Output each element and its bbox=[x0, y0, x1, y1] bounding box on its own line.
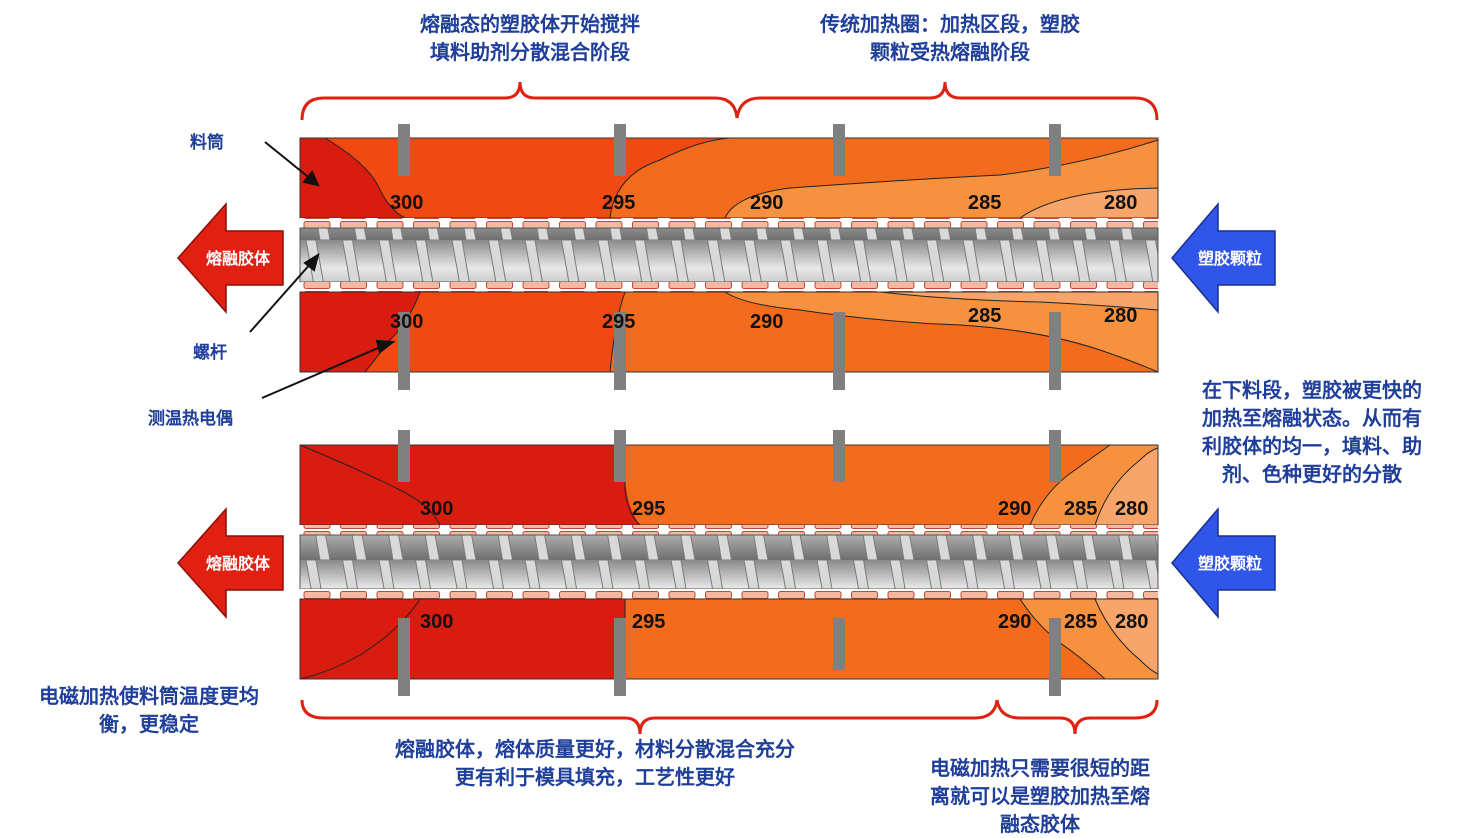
temp-label: 285 bbox=[1064, 498, 1097, 520]
zone-300 bbox=[299, 137, 406, 219]
caption-line: 衡，更稳定 bbox=[99, 712, 199, 736]
barrel-label: 料筒 bbox=[190, 133, 224, 153]
temp-label: 300 bbox=[420, 611, 453, 633]
output-arrow-bottom: 熔融胶体 bbox=[176, 507, 284, 619]
caption-line: 电磁加热只需要很短的距 bbox=[930, 756, 1150, 780]
input-arrow-top: 塑胶颗粒 bbox=[1171, 201, 1276, 315]
input-arrow-label: 塑胶颗粒 bbox=[1198, 249, 1262, 268]
caption-bottom-center: 熔融胶体，熔体质量更好，材料分散混合充分 更有利于模具填充，工艺性更好 bbox=[330, 735, 860, 791]
thermocouple-probe bbox=[398, 430, 410, 482]
temp-label: 285 bbox=[1064, 611, 1097, 633]
temp-label: 295 bbox=[632, 498, 665, 520]
temp-label: 295 bbox=[602, 192, 635, 214]
input-arrow-label: 塑胶颗粒 bbox=[1198, 554, 1262, 573]
caption-line: 填料助剂分散混合阶段 bbox=[430, 40, 630, 64]
temp-label: 300 bbox=[390, 311, 423, 333]
thermocouple-probe bbox=[614, 430, 626, 482]
zone-285 bbox=[724, 139, 1159, 219]
caption-line: 在下料段，塑胶被更快的 bbox=[1202, 378, 1422, 402]
temp-label: 290 bbox=[998, 498, 1031, 520]
temp-label: 285 bbox=[968, 305, 1001, 327]
thermocouple-probe bbox=[1049, 312, 1061, 390]
caption-line: 离就可以是塑胶加热至熔 bbox=[930, 784, 1150, 808]
screw bbox=[299, 227, 1159, 283]
caption-line: 熔融胶体，熔体质量更好，材料分散混合充分 bbox=[395, 737, 795, 761]
top-barrel-upper bbox=[299, 137, 1159, 219]
caption-line: 颗粒受热熔融阶段 bbox=[870, 40, 1030, 64]
caption-line: 利胶体的均一，填料、助 bbox=[1202, 434, 1422, 458]
caption-line: 加热至熔融状态。从而有 bbox=[1202, 406, 1422, 430]
caption-right-middle: 在下料段，塑胶被更快的 加热至熔融状态。从而有 利胶体的均一，填料、助 剂、色种… bbox=[1168, 376, 1456, 488]
thermocouple-probe bbox=[833, 618, 845, 670]
caption-bottom-right: 电磁加热只需要很短的距 离就可以是塑胶加热至熔 融态胶体 bbox=[890, 754, 1190, 838]
temp-label: 290 bbox=[750, 311, 783, 333]
thermocouple-probe bbox=[614, 312, 626, 390]
thermocouple-probe bbox=[833, 430, 845, 482]
caption-line: 剂、色种更好的分散 bbox=[1222, 462, 1402, 486]
screw-label: 螺杆 bbox=[193, 343, 227, 363]
temp-label: 285 bbox=[968, 192, 1001, 214]
melt-band bbox=[300, 218, 1158, 228]
thermocouple-probe bbox=[1049, 430, 1061, 482]
thermocouple-label: 测温热电偶 bbox=[148, 409, 233, 429]
thermocouple-probe bbox=[833, 124, 845, 176]
temp-label: 280 bbox=[1115, 498, 1148, 520]
caption-line: 电磁加热使料筒温度更均 bbox=[39, 684, 259, 708]
bottom-barrel-lower bbox=[299, 598, 1159, 680]
temp-label: 300 bbox=[390, 192, 423, 214]
brace-bottom bbox=[300, 699, 1159, 735]
thermocouple-probe bbox=[833, 312, 845, 390]
melt-band bbox=[300, 282, 1158, 292]
screw bbox=[299, 534, 1159, 590]
temp-label: 295 bbox=[602, 311, 635, 333]
temp-label: 300 bbox=[420, 498, 453, 520]
caption-line: 更有利于模具填充，工艺性更好 bbox=[455, 765, 735, 789]
bottom-barrel-upper bbox=[299, 444, 1159, 526]
temp-label: 290 bbox=[750, 192, 783, 214]
melt-band bbox=[300, 589, 1158, 599]
caption-top-left: 熔融态的塑胶体开始搅拌 填料助剂分散混合阶段 bbox=[340, 10, 720, 66]
temp-label: 280 bbox=[1104, 305, 1137, 327]
screw-pointer bbox=[249, 261, 313, 333]
thermocouple-probe bbox=[398, 312, 410, 390]
temp-label: 280 bbox=[1115, 611, 1148, 633]
thermocouple-probe bbox=[398, 124, 410, 176]
pointer-lines bbox=[249, 141, 396, 399]
thermocouple-pointer bbox=[261, 344, 386, 399]
output-arrow-top: 熔融胶体 bbox=[176, 202, 284, 314]
arrowhead-icon bbox=[302, 170, 320, 187]
brace-top bbox=[300, 81, 1159, 121]
barrel-pointer bbox=[264, 141, 313, 181]
top-barrel-lower bbox=[299, 291, 1159, 373]
output-arrow-label: 熔融胶体 bbox=[206, 554, 271, 573]
caption-line: 融态胶体 bbox=[1000, 812, 1080, 836]
thermocouple-probe bbox=[614, 124, 626, 176]
input-arrow-bottom: 塑胶颗粒 bbox=[1171, 506, 1276, 620]
thermocouple-probe bbox=[1049, 618, 1061, 696]
temp-label: 290 bbox=[998, 611, 1031, 633]
thermocouple-probe bbox=[1049, 124, 1061, 176]
bottom-extruder: 300 295 290 285 280 300 295 290 285 280 bbox=[299, 430, 1159, 696]
thermocouple-probe bbox=[398, 618, 410, 696]
caption-line: 熔融态的塑胶体开始搅拌 bbox=[420, 12, 640, 36]
arrowhead-icon bbox=[375, 339, 396, 354]
caption-top-right: 传统加热圈：加热区段，塑胶 颗粒受热熔融阶段 bbox=[770, 10, 1130, 66]
top-extruder: 300 295 290 285 280 300 295 290 285 280 bbox=[299, 124, 1159, 390]
temp-label: 280 bbox=[1104, 192, 1137, 214]
temp-label: 295 bbox=[632, 611, 665, 633]
thermocouple-probe bbox=[614, 618, 626, 696]
output-arrow-label: 熔融胶体 bbox=[206, 249, 271, 268]
caption-line: 传统加热圈：加热区段，塑胶 bbox=[820, 12, 1080, 36]
caption-bottom-left: 电磁加热使料筒温度更均 衡，更稳定 bbox=[4, 682, 294, 738]
arrowhead-icon bbox=[303, 252, 320, 272]
melt-band bbox=[300, 525, 1158, 535]
